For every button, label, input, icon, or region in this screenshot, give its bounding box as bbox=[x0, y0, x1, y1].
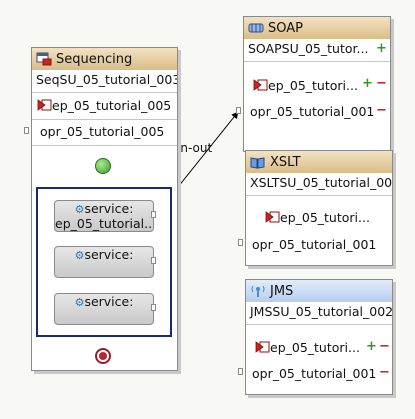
sequencing-operation-label: opr_05_tutorial_005 bbox=[40, 123, 165, 139]
divider bbox=[32, 92, 177, 93]
jms-endpoint-remove-button[interactable]: − bbox=[379, 339, 390, 354]
service-1-line1: service: bbox=[84, 201, 134, 216]
sequencing-operation-port[interactable] bbox=[24, 127, 29, 134]
xslt-component[interactable]: XSLT XSLTSU_05_tutorial_00 ep_05_tutori.… bbox=[245, 150, 393, 266]
sequencing-endpoint-row[interactable]: ep_05_tutorial_005 bbox=[32, 95, 177, 115]
soap-title: SOAP bbox=[268, 20, 303, 36]
divider bbox=[244, 61, 390, 62]
jms-component[interactable]: JMS JMSSU_05_tutorial_002 ep_05_tutori..… bbox=[245, 279, 393, 395]
soap-endpoint-row[interactable]: ep_05_tutori... bbox=[244, 75, 390, 95]
xslt-endpoint-label: ep_05_tutori... bbox=[280, 209, 370, 225]
jms-antenna-icon bbox=[251, 285, 265, 297]
soap-add-button[interactable]: + bbox=[376, 41, 387, 56]
jms-operation-label: opr_05_tutorial_001 bbox=[252, 365, 377, 381]
soap-operation-port[interactable] bbox=[236, 107, 241, 114]
service-3-line1: service: bbox=[84, 294, 134, 309]
divider bbox=[246, 195, 392, 196]
soap-operation-row[interactable]: opr_05_tutorial_001 bbox=[244, 101, 390, 121]
soap-endpoint-label: ep_05_tutori... bbox=[268, 77, 358, 93]
service-activity-1[interactable]: ⚙service: ep_05_tutorial... bbox=[54, 200, 154, 232]
sequencing-header[interactable]: Sequencing bbox=[32, 48, 177, 70]
soap-endpoint-remove-button[interactable]: − bbox=[376, 76, 387, 91]
service-1-port[interactable] bbox=[151, 211, 156, 218]
service-icon: ⚙ bbox=[74, 296, 85, 309]
connection-label: in-out bbox=[177, 141, 213, 155]
xslt-operation-label: opr_05_tutorial_001 bbox=[252, 236, 377, 252]
soap-component[interactable]: SOAP SOAPSU_05_tutor... + ep_05_tutori..… bbox=[243, 16, 391, 152]
jms-endpoint-label: ep_05_tutori... bbox=[270, 339, 360, 355]
jms-su-name: JMSSU_05_tutorial_002 bbox=[250, 304, 392, 319]
xslt-endpoint-row[interactable]: ep_05_tutori... bbox=[246, 207, 392, 227]
jms-operation-remove-button[interactable]: − bbox=[379, 365, 390, 380]
service-icon: ⚙ bbox=[74, 249, 85, 262]
endpoint-arrow-icon bbox=[265, 211, 280, 223]
xslt-book-icon bbox=[250, 156, 265, 169]
divider bbox=[246, 324, 392, 325]
xslt-operation-port[interactable] bbox=[238, 239, 243, 246]
sequencing-su-name: SeqSU_05_tutorial_003 bbox=[36, 72, 177, 87]
soap-endpoint-add-button[interactable]: + bbox=[362, 76, 373, 91]
service-3-port[interactable] bbox=[151, 304, 156, 311]
soap-operation-remove-button[interactable]: − bbox=[376, 103, 387, 118]
sequencing-icon bbox=[36, 52, 52, 66]
jms-operation-port[interactable] bbox=[238, 368, 243, 375]
endpoint-arrow-icon bbox=[37, 99, 52, 111]
sequencing-title: Sequencing bbox=[56, 51, 133, 67]
service-2-port[interactable] bbox=[151, 257, 156, 264]
soap-icon bbox=[248, 23, 264, 33]
service-2-line1: service: bbox=[84, 247, 134, 262]
soap-operation-label: opr_05_tutorial_001 bbox=[250, 103, 375, 119]
divider bbox=[32, 145, 177, 146]
sequencing-endpoint-label: ep_05_tutorial_005 bbox=[52, 97, 172, 113]
jms-operation-row[interactable]: opr_05_tutorial_001 bbox=[246, 363, 392, 383]
divider bbox=[32, 119, 177, 120]
service-activity-3[interactable]: ⚙service: bbox=[54, 293, 154, 325]
sequencing-operation-row[interactable]: opr_05_tutorial_005 bbox=[32, 121, 177, 141]
start-node[interactable] bbox=[95, 158, 111, 174]
soap-header[interactable]: SOAP bbox=[244, 17, 390, 39]
soap-su-name: SOAPSU_05_tutor... bbox=[248, 41, 369, 56]
xslt-su-name: XSLTSU_05_tutorial_00 bbox=[250, 175, 392, 190]
end-node[interactable] bbox=[95, 348, 111, 364]
service-activity-2[interactable]: ⚙service: bbox=[54, 246, 154, 278]
end-node-core bbox=[99, 352, 107, 360]
sequence-container[interactable] bbox=[36, 187, 172, 337]
xslt-operation-row[interactable]: opr_05_tutorial_001 bbox=[246, 234, 392, 254]
endpoint-arrow-icon bbox=[253, 79, 268, 91]
xslt-header[interactable]: XSLT bbox=[246, 151, 392, 173]
endpoint-arrow-icon bbox=[255, 341, 270, 353]
jms-endpoint-row[interactable]: ep_05_tutori... bbox=[246, 337, 392, 357]
jms-header[interactable]: JMS bbox=[246, 280, 392, 302]
xslt-title: XSLT bbox=[270, 154, 301, 170]
service-1-line2: ep_05_tutorial... bbox=[55, 216, 154, 231]
jms-endpoint-add-button[interactable]: + bbox=[366, 339, 377, 354]
jms-title: JMS bbox=[270, 283, 294, 299]
service-icon: ⚙ bbox=[74, 203, 85, 216]
